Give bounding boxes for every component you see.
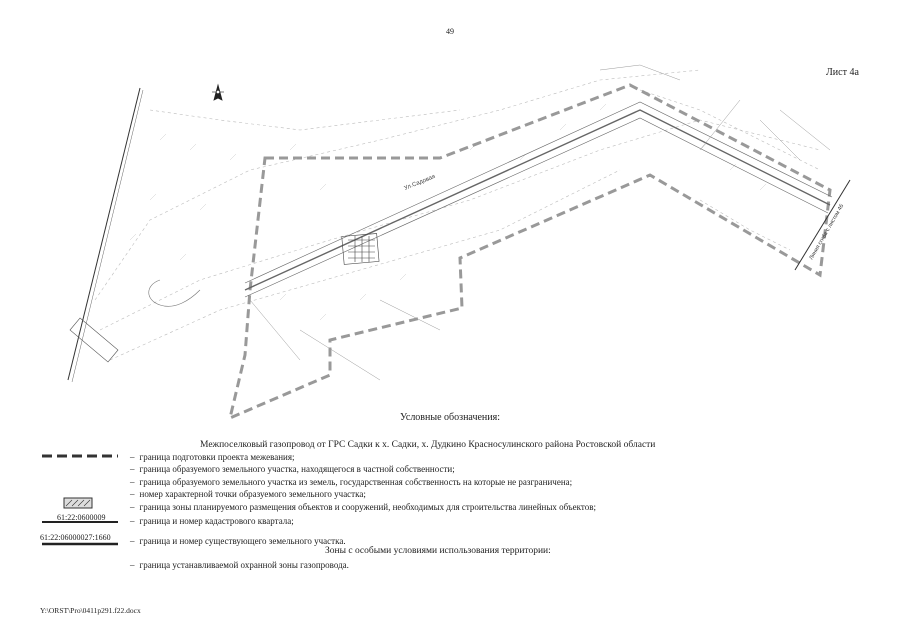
compass-rose-icon [212, 83, 224, 101]
zone-row: –граница устанавливаемой охранной зоны г… [130, 560, 349, 570]
pipeline-corridor [244, 101, 833, 298]
road-label: Ул.Садовая [404, 174, 437, 192]
legend-row-1: –граница подготовки проекта межевания; [130, 452, 295, 462]
legend-symbols [42, 454, 118, 546]
sheet-join-label: Линия сгиба с листом 4б [809, 203, 846, 261]
legend-row-6: –граница и номер кадастрового квартала; [130, 516, 294, 526]
terrain-lines [94, 69, 821, 361]
project-boundary [227, 83, 832, 420]
parcel-number-label: 61:22:06000027:1660 [40, 533, 111, 542]
terrain-hatching [129, 103, 767, 321]
sheet-label: Лист 4а [826, 67, 859, 78]
footer-file-path: Y:\ORST\Pro\0411p291.f22.docx [40, 606, 141, 615]
legend-row-4: –номер характерной точки образуемого зем… [130, 489, 366, 499]
legend-row-3: –граница образуемого земельного участка … [130, 477, 573, 487]
map-drawing: Ул.Садовая Линия сгиба с листом 4б [67, 64, 851, 420]
settlement-block [341, 233, 380, 265]
page-number: 49 [446, 27, 454, 36]
legend-row-2: –граница образуемого земельного участка,… [130, 464, 455, 474]
legend-title: Условные обозначения: [400, 412, 501, 423]
legend-row-5: –граница зоны планируемого размещения об… [130, 502, 596, 512]
legend-subtitle: Межпоселковый газопровод от ГРС Садки к … [200, 440, 656, 450]
legend-hatched-zone-symbol [63, 497, 93, 509]
sheet-edge-line [67, 87, 141, 381]
sheet-join-line [794, 179, 851, 271]
zones-title: Зоны с особыми условиями использования т… [325, 546, 551, 556]
legend-row-7: –граница и номер существующего земельног… [130, 536, 346, 546]
quarter-number-label: 61:22:0600009 [57, 513, 106, 522]
